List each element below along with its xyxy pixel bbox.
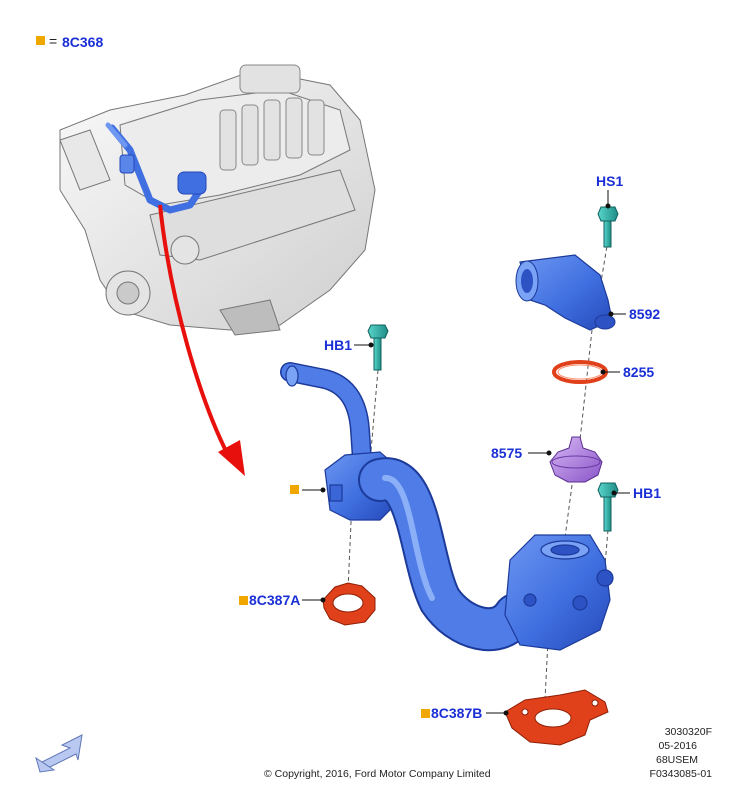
- copyright-text: © Copyright, 2016, Ford Motor Company Li…: [264, 768, 491, 780]
- thermostat-8575: [549, 436, 603, 483]
- bolt-hb1-right: [597, 482, 619, 532]
- legend-equals: =: [49, 33, 57, 49]
- coolant-tube-8c368: [280, 362, 614, 652]
- marker-8c368-housing: [290, 485, 299, 494]
- drawing-metadata: 3030320F 05-2016 68USEM F0343085-01 © Co…: [264, 726, 712, 780]
- orange-markers: [239, 485, 430, 718]
- water-outlet-8592: [515, 254, 616, 331]
- marker-8c387b: [421, 709, 430, 718]
- bolt-hb1-top: [367, 324, 389, 371]
- callout-labels: HS1 8592 8255 8575 HB1 HB1 8C387A 8C387B: [249, 173, 661, 721]
- engine-illustration: [59, 64, 376, 336]
- red-pointer-arrow: [158, 204, 245, 476]
- gasket-8c387a: [322, 582, 376, 626]
- o-ring-8255: [552, 360, 608, 384]
- callout-8c387b: 8C387B: [431, 705, 482, 721]
- meta-line-3: 68USEM: [656, 754, 698, 766]
- bolt-hs1: [597, 206, 619, 248]
- callout-8255: 8255: [623, 364, 654, 380]
- callout-8592: 8592: [629, 306, 660, 322]
- meta-line-1: 3030320F: [665, 726, 712, 738]
- gasket-8c387b: [504, 689, 609, 746]
- callout-8c387a: 8C387A: [249, 592, 300, 608]
- legend-code: 8C368: [62, 34, 103, 50]
- arrow-down-left-icon[interactable]: [35, 734, 83, 773]
- callout-hb1-right: HB1: [633, 485, 661, 501]
- leader-lines: [302, 190, 630, 716]
- callout-hs1: HS1: [596, 173, 623, 189]
- legend: = 8C368: [36, 33, 103, 50]
- callout-8575: 8575: [491, 445, 522, 461]
- callout-hb1-top: HB1: [324, 337, 352, 353]
- meta-line-4: F0343085-01: [650, 768, 713, 780]
- legend-marker: [36, 36, 45, 45]
- marker-8c387a: [239, 596, 248, 605]
- meta-line-2: 05-2016: [658, 740, 697, 752]
